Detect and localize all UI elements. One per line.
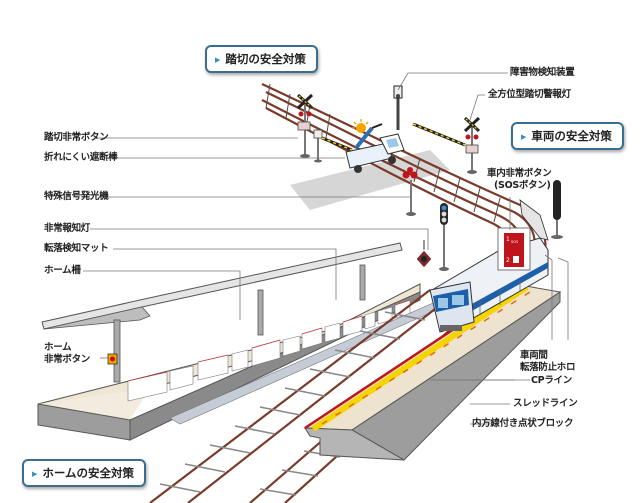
label-gap-guard-line1: 車両間 — [520, 350, 548, 361]
platform-fence-red-lines — [127, 299, 411, 382]
label-platform-fence: ホーム柵 — [44, 265, 81, 276]
triangle-right-icon: ▶ — [215, 55, 221, 64]
sled-line — [311, 284, 529, 432]
label-sos-button-line2: (SOSボタン) — [494, 180, 551, 191]
label-sos-button-line1: 車内非常ボタン — [487, 168, 552, 179]
departure-signal — [551, 180, 563, 239]
triangle-right-icon: ▶ — [32, 469, 38, 478]
platform-fence — [127, 299, 411, 402]
bubble-crossing-label: 踏切の安全対策 — [225, 52, 306, 66]
crossing-ground-shadow — [290, 150, 450, 210]
leader-lines — [83, 72, 569, 425]
crossing-signal-right — [463, 116, 481, 174]
label-emergency-alarm-light: 非常報知灯 — [44, 223, 91, 234]
bubble-platform-label: ホームの安全対策 — [42, 466, 135, 480]
sos-step-1: 1 — [506, 236, 510, 243]
label-fall-detection-mat: 転落検知マット — [44, 243, 109, 254]
crossing-signal-left — [296, 93, 314, 158]
crossing-barrier-right — [412, 122, 466, 147]
triangle-right-icon: ▶ — [521, 132, 527, 141]
bubble-crossing-safety[interactable]: ▶ 踏切の安全対策 — [205, 45, 318, 73]
label-obstacle-detector: 障害物検知装置 — [510, 67, 575, 78]
label-crossing-emergency-button: 踏切非常ボタン — [44, 132, 109, 143]
label-cp-line: CPライン — [531, 375, 572, 386]
bubble-platform-safety[interactable]: ▶ ホームの安全対策 — [22, 459, 147, 487]
label-gap-guard-line2: 転落防止ホロ — [520, 362, 576, 373]
label-platform-emergency-button-line2: 非常ボタン — [44, 354, 91, 365]
platform-emergency-button — [107, 353, 118, 365]
label-platform-emergency-button-line1: ホーム — [44, 342, 72, 353]
special-signal-light — [402, 167, 418, 216]
bubble-vehicle-label: 車両の安全対策 — [531, 129, 612, 143]
label-unbreakable-barrier: 折れにくい遮断棒 — [44, 152, 118, 163]
label-sled-line: スレッドライン — [513, 398, 578, 409]
stuck-truck — [345, 119, 405, 173]
platform-canopy — [41, 242, 403, 383]
label-omni-warning-light: 全方位型踏切警報灯 — [488, 89, 571, 100]
label-tactile-block: 内方線付き点状ブロック — [472, 418, 574, 429]
crossing-emergency-button-post — [313, 129, 323, 163]
sos-text: SOS — [511, 240, 519, 244]
bubble-vehicle-safety[interactable]: ▶ 車両の安全対策 — [511, 122, 624, 150]
train — [429, 199, 549, 333]
sos-button-panel: 1 SOS 2 — [497, 227, 531, 271]
sos-step-2: 2 — [506, 257, 510, 264]
emergency-alarm-light — [415, 240, 433, 269]
obstacle-detector — [393, 85, 403, 130]
label-special-signal: 特殊信号発光機 — [44, 191, 109, 202]
block-signal — [439, 203, 449, 271]
